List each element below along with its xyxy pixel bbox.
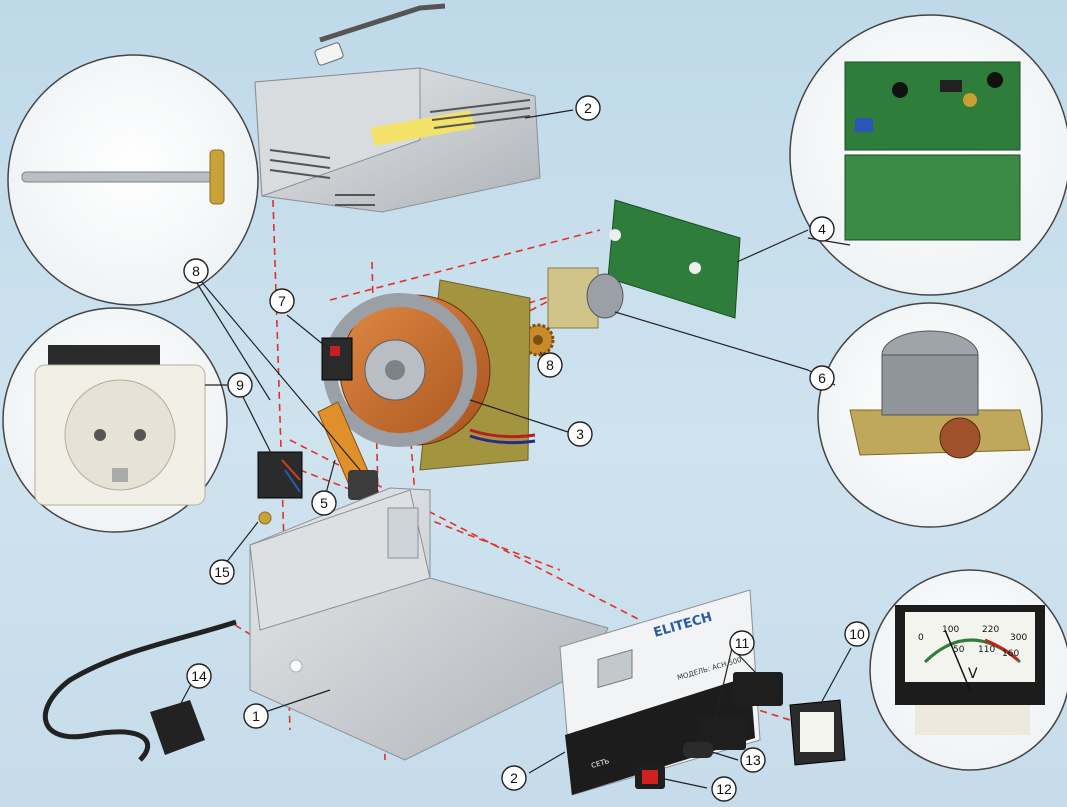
callout-2b: 2 <box>501 765 527 791</box>
callout-5: 5 <box>311 490 337 516</box>
callout-2a: 2 <box>575 95 601 121</box>
control-board <box>607 199 741 319</box>
callout-circle <box>501 765 527 791</box>
callout-4: 4 <box>809 216 835 242</box>
socket-module <box>257 451 303 499</box>
servo-motor <box>547 267 624 329</box>
callout-circle <box>711 776 737 802</box>
chassis-base <box>249 487 609 761</box>
callout-circle <box>311 490 337 516</box>
callout-1: 1 <box>243 703 269 729</box>
meter-scale-220: 220 <box>982 625 999 635</box>
callout-circle <box>227 372 253 398</box>
callout-9: 9 <box>227 372 253 398</box>
callout-circle <box>809 216 835 242</box>
meter-scale-100: 100 <box>942 625 959 635</box>
meter-zero: 0 <box>918 633 924 643</box>
callout-number: 1 <box>252 708 260 724</box>
voltmeter <box>789 699 846 766</box>
callout-number: 2 <box>584 100 592 116</box>
callout-12: 12 <box>711 776 737 802</box>
callout-number: 8 <box>192 263 200 279</box>
callout-number: 3 <box>576 426 584 442</box>
inset-pcb <box>789 14 1067 296</box>
callout-7: 7 <box>269 288 295 314</box>
callout-14: 14 <box>186 663 212 689</box>
meter-scale-300: 300 <box>1010 633 1027 643</box>
callout-circle <box>844 621 870 647</box>
relay <box>321 337 353 381</box>
inset-servo <box>817 302 1043 528</box>
callout-3: 3 <box>567 421 593 447</box>
callout-circle <box>740 747 766 773</box>
inset-voltmeter: 0 100 220 300 50 110 160 V <box>869 569 1067 771</box>
meter-scale-110: 110 <box>978 645 995 655</box>
callout-13: 13 <box>740 747 766 773</box>
callout-number: 9 <box>236 377 244 393</box>
callout-circle <box>269 288 295 314</box>
meter-scale-160: 160 <box>1002 649 1019 659</box>
callout-number: 5 <box>320 495 328 511</box>
callout-15: 15 <box>209 559 235 585</box>
callout-circle <box>575 95 601 121</box>
fuse-holder <box>683 742 713 758</box>
callout-number: 4 <box>818 221 826 237</box>
callout-number: 7 <box>278 293 286 309</box>
callout-6: 6 <box>809 365 835 391</box>
callout-circle <box>537 352 563 378</box>
callout-8a: 8 <box>183 258 209 284</box>
power-cord <box>42 619 237 762</box>
callout-number: 15 <box>214 564 230 580</box>
callout-number: 8 <box>546 357 554 373</box>
callout-circle <box>729 630 755 656</box>
callout-number: 11 <box>735 635 750 651</box>
front-panel: ELITECH МОДЕЛЬ: АСН 500 СЕТЬ <box>559 589 761 796</box>
meter-unit: V <box>968 666 978 682</box>
callout-circle <box>243 703 269 729</box>
callout-11: 11 <box>729 630 755 656</box>
rocker-switch <box>635 765 665 789</box>
callout-number: 14 <box>191 668 207 684</box>
brush-arm <box>317 401 378 500</box>
callout-number: 13 <box>745 752 761 768</box>
callout-number: 10 <box>849 626 865 642</box>
callout-number: 2 <box>510 770 518 786</box>
inset-rod <box>7 54 259 306</box>
callout-circle <box>186 663 212 689</box>
callout-number: 12 <box>716 781 732 797</box>
top-cover <box>254 3 541 213</box>
callout-number: 6 <box>818 370 826 386</box>
callout-circle <box>209 559 235 585</box>
callout-circle <box>567 421 593 447</box>
callout-leaders <box>179 109 852 789</box>
ground-screw <box>258 511 272 525</box>
callout-circle <box>809 365 835 391</box>
callout-10: 10 <box>844 621 870 647</box>
callout-circle <box>183 258 209 284</box>
outlets <box>698 672 783 750</box>
meter-scale-50: 50 <box>953 645 965 655</box>
toroidal-transformer <box>323 279 536 471</box>
callout-8b: 8 <box>537 352 563 378</box>
inset-socket <box>2 307 228 533</box>
